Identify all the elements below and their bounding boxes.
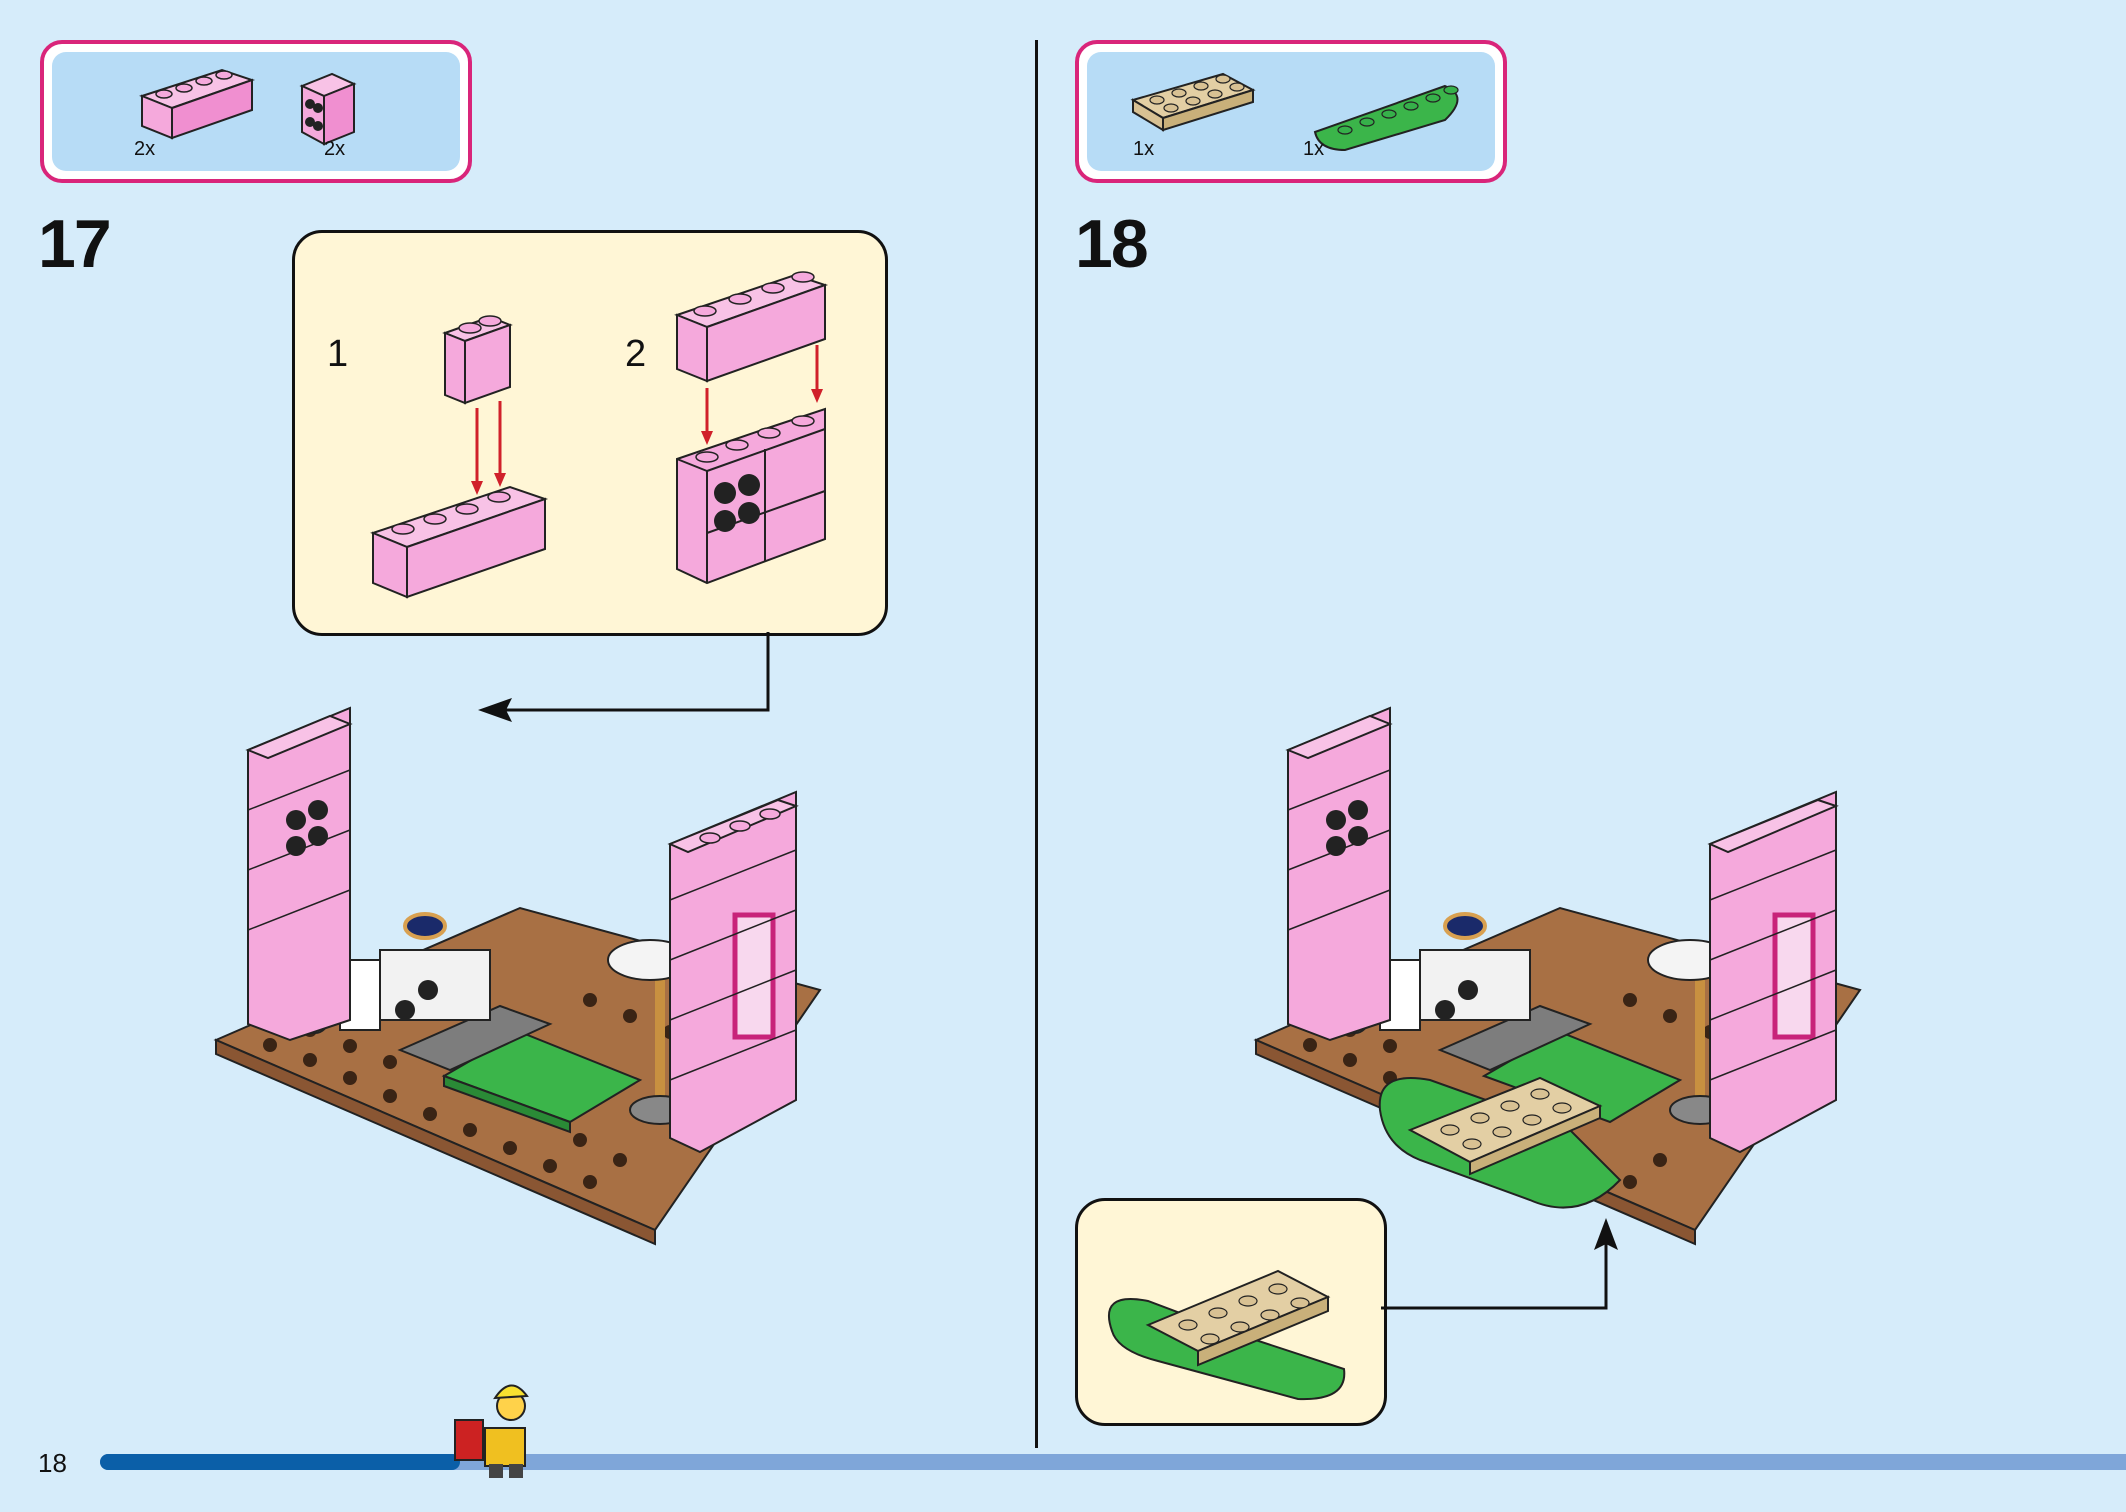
- pink-brick-1x4-icon: [139, 68, 256, 140]
- progress-fill: [100, 1454, 460, 1470]
- step-17-model-illustration: [213, 706, 822, 1246]
- green-tile: [441, 1030, 643, 1134]
- parts-list: 1x 1x: [1087, 52, 1495, 171]
- substep-2-bricks: [674, 271, 829, 585]
- left-pink-wall: [1285, 706, 1393, 1042]
- part-qty-green-plate: 1x: [1303, 138, 1325, 160]
- parts-box-step-18: 1x 1x: [1075, 40, 1507, 183]
- step-number-18: 18: [1075, 206, 1149, 282]
- tan-plate-2x4-icon: [1130, 72, 1256, 132]
- part-qty-pink-brick-1x4: 2x: [134, 138, 156, 160]
- parts-list: 2x 2x: [52, 52, 460, 171]
- detail-callout-step-18: [1075, 1198, 1387, 1426]
- step-number-17: 17: [38, 206, 112, 282]
- green-half-round-plate-icon: [1313, 84, 1459, 152]
- substep-1-bricks: [370, 315, 549, 599]
- pink-brick-2x2-studs-icon: [299, 72, 357, 146]
- part-qty-pink-brick-2x2: 2x: [324, 138, 346, 160]
- right-pink-wall: [667, 790, 799, 1154]
- substep-callout-step-17: 1 2: [292, 230, 888, 636]
- substep-number-1: 1: [327, 333, 349, 375]
- substep-number-2: 2: [625, 333, 647, 375]
- page-number: 18: [38, 1448, 67, 1478]
- callout-pointer-arrow: [478, 632, 770, 722]
- substep-assembly-illustration: [370, 271, 829, 599]
- parts-box-step-17: 2x 2x: [40, 40, 472, 183]
- new-green-tan-plates: [1378, 1076, 1622, 1209]
- part-qty-tan-plate: 1x: [1133, 138, 1155, 160]
- left-pink-wall: [245, 706, 353, 1042]
- progress-track: [100, 1454, 2126, 1470]
- plate-assembly-detail: [1107, 1269, 1346, 1401]
- right-pink-wall: [1707, 790, 1839, 1154]
- minifigure-worker-icon: [454, 1384, 529, 1478]
- page-divider: [1035, 40, 1038, 1448]
- step-18-model-illustration: [1253, 706, 1862, 1246]
